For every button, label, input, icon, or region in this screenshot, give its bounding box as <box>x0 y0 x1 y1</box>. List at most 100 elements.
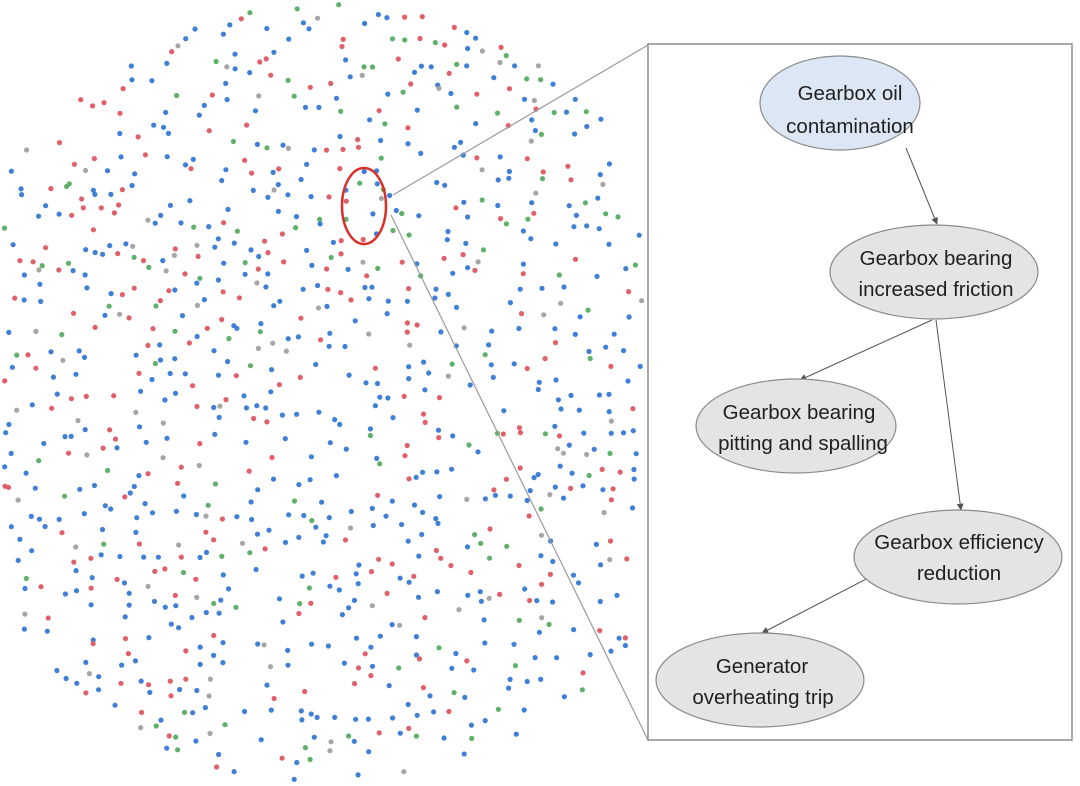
network-dot-blue <box>347 74 353 80</box>
network-dot-gray <box>327 748 333 754</box>
network-dot-blue <box>216 414 222 420</box>
network-dot-blue <box>351 597 358 604</box>
network-dot-red <box>211 632 217 639</box>
network-dot-red <box>257 59 263 65</box>
network-dot-red <box>88 555 94 561</box>
network-dot-blue <box>411 69 418 75</box>
network-dot-blue <box>253 566 259 573</box>
node-pitting-shape <box>695 378 897 474</box>
network-dot-blue <box>300 20 306 26</box>
network-dot-red <box>150 326 156 332</box>
network-dot-blue <box>473 35 479 41</box>
network-dot-blue <box>225 206 231 212</box>
network-dot-green <box>632 262 639 268</box>
network-dot-green <box>399 210 405 217</box>
network-dot-gray <box>397 622 403 628</box>
network-dot-blue <box>54 391 60 397</box>
network-dot-green <box>402 37 408 43</box>
network-dot-gray <box>33 328 39 334</box>
network-dot-red <box>169 49 175 55</box>
network-dot-blue <box>568 392 574 398</box>
node-oil-label-1: Gearbox oil <box>798 82 903 105</box>
network-dot-blue <box>517 286 523 292</box>
network-dot-blue <box>142 501 148 507</box>
network-dot-gray <box>369 603 375 609</box>
network-dot-gray <box>207 730 213 737</box>
network-dot-blue <box>179 313 186 319</box>
network-dot-blue <box>256 253 262 260</box>
network-dot-red <box>408 81 414 87</box>
network-dot-blue <box>77 486 83 492</box>
network-dot-blue <box>108 291 114 297</box>
network-dot-blue <box>576 407 582 413</box>
network-dot-blue <box>356 562 362 568</box>
network-dot-blue <box>216 751 222 758</box>
network-dot-blue <box>462 694 468 701</box>
network-dot-blue <box>127 490 133 496</box>
network-dot-blue <box>193 511 199 518</box>
node-pitting: Gearbox bearing pitting and spalling <box>695 378 897 474</box>
network-dot-gray <box>533 190 539 196</box>
network-dot-blue <box>172 287 178 293</box>
network-dot-blue <box>377 394 383 400</box>
network-dot-blue <box>355 772 361 778</box>
network-dot-blue <box>231 769 237 775</box>
network-dot-red <box>45 615 51 621</box>
network-dot-blue <box>114 445 120 451</box>
network-dot-blue <box>203 609 209 616</box>
network-dot-blue <box>465 592 471 598</box>
network-dot-blue <box>96 687 102 693</box>
network-dot-red <box>114 576 120 583</box>
network-dot-blue <box>405 701 411 708</box>
network-dot-blue <box>353 716 359 722</box>
network-dot-blue <box>28 513 34 520</box>
network-dot-blue <box>138 388 144 394</box>
network-dot-blue <box>264 682 270 688</box>
network-dot-blue <box>385 91 391 97</box>
network-dot-gray <box>531 97 538 104</box>
network-dot-gray <box>475 259 481 265</box>
network-dot-blue <box>362 284 368 291</box>
network-dot-red <box>527 597 533 604</box>
network-dot-blue <box>397 730 403 736</box>
network-dot-blue <box>232 66 238 72</box>
network-dot-gray <box>608 418 615 424</box>
network-dot-blue <box>413 474 419 480</box>
network-dot-red <box>599 466 605 472</box>
network-dot-red <box>339 43 345 50</box>
network-dot-blue <box>234 514 240 520</box>
network-dot-blue <box>275 208 281 214</box>
edge-friction-to-efficiency <box>935 319 964 511</box>
network-dot-blue <box>384 15 390 21</box>
network-dot-blue <box>269 367 275 373</box>
network-dot-blue <box>157 357 164 363</box>
network-dot-blue <box>163 109 169 115</box>
network-dot-blue <box>84 285 90 291</box>
network-dot-red <box>420 411 427 417</box>
network-dot-red <box>497 591 503 598</box>
network-dot-blue <box>611 331 617 337</box>
network-dot-gray <box>160 420 166 426</box>
network-dot-gray <box>547 492 553 498</box>
network-dot-blue <box>107 243 113 249</box>
network-dot-red <box>376 730 382 736</box>
network-dot-blue <box>117 553 123 560</box>
network-dot-gray <box>15 497 21 503</box>
zoom-connector-top <box>392 44 649 196</box>
network-dot-gray <box>328 739 334 745</box>
network-dot-blue <box>437 494 443 500</box>
network-dot-blue <box>220 660 226 666</box>
network-dot-blue <box>573 212 580 218</box>
network-dot-blue <box>15 557 21 564</box>
network-dot-red <box>249 170 255 176</box>
network-dot-blue <box>304 161 310 167</box>
network-dot-red <box>568 177 574 183</box>
network-dot-red <box>630 406 636 412</box>
network-dot-blue <box>194 687 200 694</box>
network-dot-blue <box>294 411 300 417</box>
network-dot-green <box>247 363 254 369</box>
network-dot-red <box>453 205 459 211</box>
network-dot-green <box>14 352 20 358</box>
network-dot-blue <box>418 63 424 69</box>
network-dot-blue <box>147 689 153 696</box>
